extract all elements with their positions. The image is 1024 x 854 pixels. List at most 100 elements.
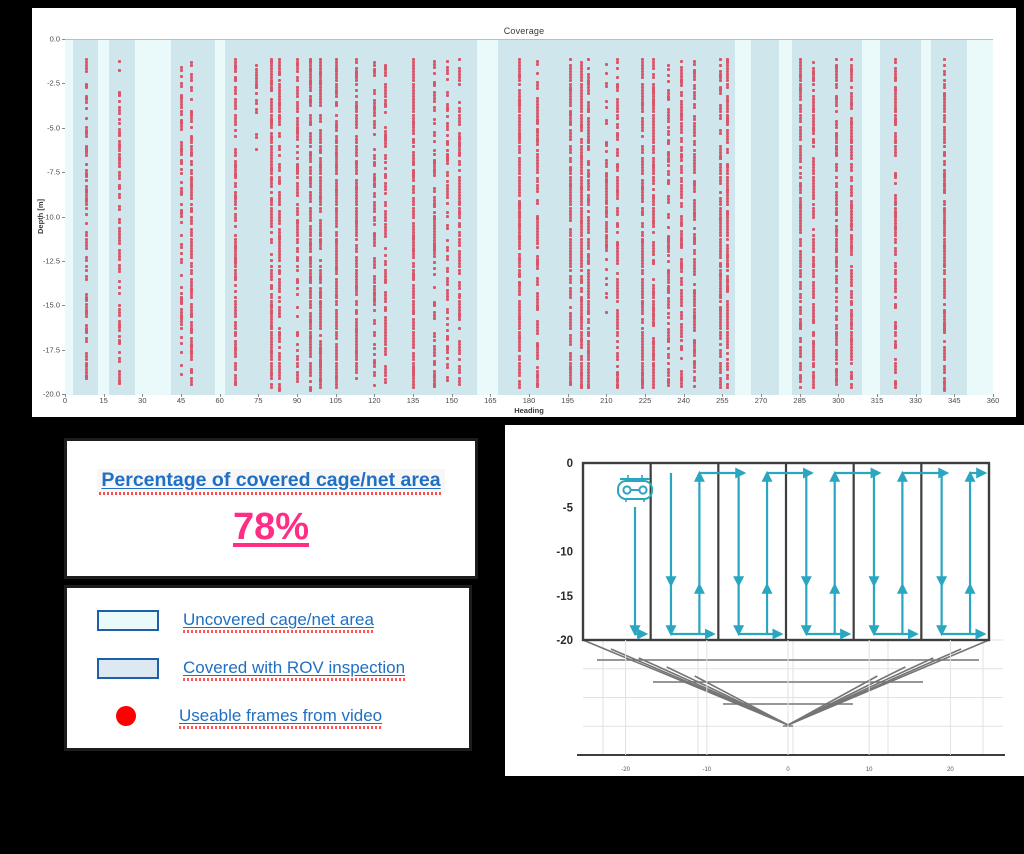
video-frame-dot bbox=[798, 346, 802, 350]
video-frame-dot bbox=[334, 321, 338, 325]
video-frame-dot bbox=[458, 256, 462, 260]
video-frame-dot bbox=[943, 318, 947, 322]
video-frame-dot bbox=[718, 355, 722, 359]
video-frame-dot bbox=[587, 104, 591, 108]
video-frame-dot bbox=[834, 333, 838, 337]
video-frame-dot bbox=[535, 381, 539, 388]
video-frame-dot bbox=[373, 287, 377, 291]
video-frame-dot bbox=[718, 110, 722, 114]
video-frame-dot bbox=[234, 321, 238, 325]
video-frame-dot bbox=[535, 177, 539, 181]
video-frame-dot bbox=[605, 196, 609, 200]
video-frame-dot bbox=[445, 276, 449, 280]
video-frame-dot bbox=[373, 275, 377, 279]
video-frame-dot bbox=[277, 383, 281, 387]
video-frame-dot bbox=[517, 94, 521, 98]
video-frame-dot bbox=[587, 110, 591, 114]
video-frame-dot bbox=[412, 324, 415, 328]
video-frame-dot bbox=[587, 222, 591, 226]
x-axis-tick-label: 345 bbox=[948, 396, 961, 405]
video-frame-dot bbox=[190, 110, 194, 117]
video-frame-dot bbox=[517, 225, 521, 229]
video-frame-dot bbox=[432, 242, 436, 249]
video-frame-dot bbox=[834, 122, 838, 126]
video-frame-dot bbox=[458, 141, 462, 148]
video-frame-dot bbox=[680, 381, 684, 385]
video-frame-dot bbox=[726, 336, 730, 340]
video-frame-dot bbox=[579, 107, 583, 111]
video-frame-dot bbox=[383, 275, 387, 279]
video-frame-dot bbox=[587, 67, 591, 71]
video-frame-dot bbox=[277, 82, 281, 86]
video-frame-dot bbox=[296, 212, 299, 216]
coverage-plot-area bbox=[65, 39, 993, 395]
video-frame-dot bbox=[680, 189, 684, 193]
video-frame-dot bbox=[641, 296, 645, 300]
video-frame-dot bbox=[234, 160, 238, 164]
video-frame-dot bbox=[943, 125, 947, 129]
video-frame-dot bbox=[569, 274, 573, 278]
video-frame-dot bbox=[535, 109, 539, 113]
video-frame-dot bbox=[667, 194, 671, 198]
video-frame-dot bbox=[517, 305, 521, 309]
video-frame-dot bbox=[458, 113, 462, 117]
video-frame-dot bbox=[334, 346, 338, 350]
video-frame-dot bbox=[680, 180, 684, 184]
video-frame-dot bbox=[834, 125, 838, 129]
video-frame-dot bbox=[445, 366, 449, 370]
video-frame-dot bbox=[850, 166, 854, 170]
video-frame-dot bbox=[680, 78, 684, 85]
video-frame-dot bbox=[726, 147, 730, 151]
video-frame-dot bbox=[296, 194, 299, 198]
video-frame-dot bbox=[373, 374, 377, 378]
legend-swatch-icon bbox=[97, 609, 159, 631]
video-frame-dot bbox=[680, 295, 684, 299]
video-frame-dot bbox=[432, 130, 436, 134]
video-frame-dot bbox=[579, 383, 583, 390]
video-frame-dot bbox=[726, 358, 730, 362]
x-axis-tick-mark bbox=[490, 394, 492, 397]
video-frame-dot bbox=[355, 203, 359, 207]
video-frame-dot bbox=[383, 172, 387, 179]
video-frame-dot bbox=[641, 129, 645, 133]
video-frame-dot bbox=[277, 144, 281, 148]
video-frame-dot bbox=[277, 119, 281, 123]
video-frame-dot bbox=[445, 121, 449, 125]
video-frame-dot bbox=[319, 191, 323, 195]
video-frame-dot bbox=[894, 172, 898, 179]
video-frame-dot bbox=[615, 113, 619, 117]
video-frame-dot bbox=[383, 83, 387, 86]
video-frame-dot bbox=[834, 237, 838, 241]
video-frame-dot bbox=[651, 296, 655, 300]
video-frame-dot bbox=[334, 231, 338, 235]
video-frame-dot bbox=[308, 240, 312, 247]
video-frame-dot bbox=[579, 364, 583, 368]
video-frame-dot bbox=[569, 361, 573, 365]
frame-dot-column bbox=[615, 40, 619, 395]
video-frame-dot bbox=[383, 337, 387, 341]
video-frame-dot bbox=[641, 330, 645, 334]
video-frame-dot bbox=[383, 110, 387, 114]
video-frame-dot bbox=[894, 367, 898, 371]
video-frame-dot bbox=[579, 206, 583, 210]
video-frame-dot bbox=[319, 339, 323, 343]
video-frame-dot bbox=[355, 370, 359, 374]
video-frame-dot bbox=[180, 326, 183, 330]
video-frame-dot bbox=[680, 75, 684, 79]
video-frame-dot bbox=[811, 194, 815, 198]
video-frame-dot bbox=[641, 383, 645, 387]
video-frame-dot bbox=[798, 129, 802, 133]
video-frame-dot bbox=[667, 278, 671, 282]
video-frame-dot bbox=[651, 311, 655, 318]
video-frame-dot bbox=[798, 256, 802, 260]
video-frame-dot bbox=[798, 209, 802, 213]
video-frame-dot bbox=[834, 184, 838, 188]
video-frame-dot bbox=[254, 92, 258, 96]
video-frame-dot bbox=[943, 200, 947, 204]
video-frame-dot bbox=[894, 132, 898, 136]
video-frame-dot bbox=[355, 200, 359, 204]
video-frame-dot bbox=[355, 225, 359, 229]
video-frame-dot bbox=[651, 175, 655, 179]
video-frame-dot bbox=[535, 102, 539, 106]
video-frame-dot bbox=[334, 330, 338, 334]
